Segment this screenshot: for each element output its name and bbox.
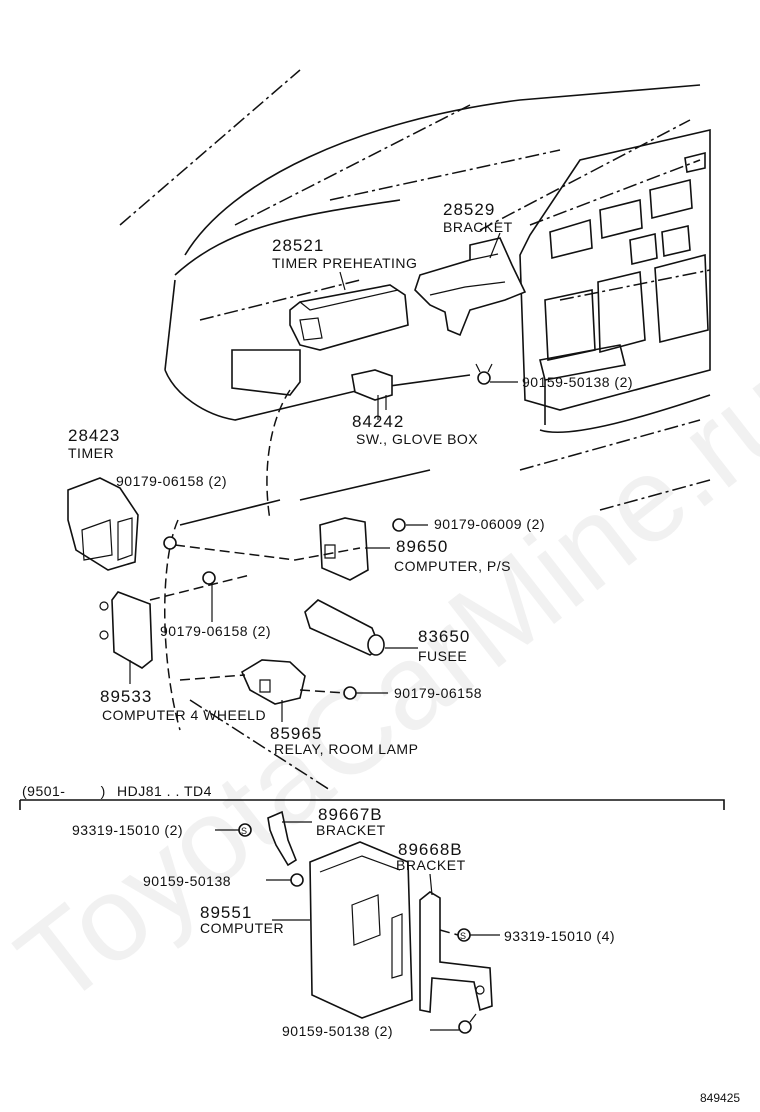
part-number: 90159-50138 (2): [522, 374, 633, 390]
part-number: 90179-06009 (2): [434, 516, 545, 532]
section-model: HDJ81 . . TD4: [117, 783, 212, 799]
part-number: 90179-06158 (2): [160, 623, 271, 639]
part-name: BRACKET: [396, 857, 466, 873]
part-number: 28521: [272, 236, 324, 255]
dashboard-outline: [119, 69, 711, 791]
leader-lines: [129, 232, 518, 722]
part-name: TIMER: [68, 445, 114, 461]
part-name: COMPUTER 4 WHEELD: [102, 707, 266, 723]
part-name: SW., GLOVE BOX: [356, 431, 478, 447]
part-number: 89551: [200, 903, 252, 922]
diagram-id: 849425: [700, 1091, 740, 1105]
bracket-89667b-drawing: [267, 810, 297, 867]
bracket-89668b-drawing: [419, 891, 493, 1013]
nut-drawings: [163, 518, 406, 700]
part-number: 90179-06158: [394, 685, 482, 701]
part-number: 84242: [352, 412, 404, 431]
bolt-upper-drawing: [475, 363, 493, 385]
part-number: 28423: [68, 426, 120, 445]
part-number: 89668B: [398, 840, 463, 859]
section-frame: [19, 799, 725, 810]
svg-text:S: S: [241, 826, 247, 836]
part-number: 93319-15010 (2): [72, 822, 183, 838]
part-labels: 28529 BRACKET 28521 TIMER PREHEATING 901…: [22, 200, 740, 1105]
part-number: 93319-15010 (4): [504, 928, 615, 944]
computer-ps-drawing: [319, 517, 369, 581]
bolt-lower-drawing: [290, 873, 477, 1034]
part-number: 90159-50138: [143, 873, 231, 889]
computer-89551-drawing: [309, 841, 413, 1019]
part-number: 89667B: [318, 805, 383, 824]
glove-box-switch-drawing: [351, 369, 393, 410]
part-name: RELAY, ROOM LAMP: [274, 741, 418, 757]
part-number: 28529: [443, 200, 495, 219]
part-name: BRACKET: [443, 219, 513, 235]
timer-drawing: [67, 477, 139, 571]
timer-preheating-drawing: [289, 284, 409, 351]
lower-leaders: [215, 821, 500, 1031]
computer-4wd-drawing: [99, 591, 153, 669]
part-number: 89533: [100, 687, 152, 706]
part-name: BRACKET: [316, 822, 386, 838]
part-number: 89650: [396, 537, 448, 556]
part-number: 90179-06158 (2): [116, 473, 227, 489]
part-number: 90159-50138 (2): [282, 1023, 393, 1039]
part-name: COMPUTER, P/S: [394, 558, 511, 574]
part-name: FUSEE: [418, 648, 467, 664]
part-name: TIMER PREHEATING: [272, 255, 417, 271]
part-number: 83650: [418, 627, 470, 646]
svg-text:S: S: [460, 931, 466, 941]
section-date-range: (9501- ): [22, 783, 106, 799]
part-number: 85965: [270, 724, 322, 743]
relay-drawing: [240, 659, 306, 705]
fusee-drawing: [304, 599, 385, 656]
bracket-28529-drawing: [414, 237, 527, 337]
part-name: COMPUTER: [200, 920, 284, 936]
